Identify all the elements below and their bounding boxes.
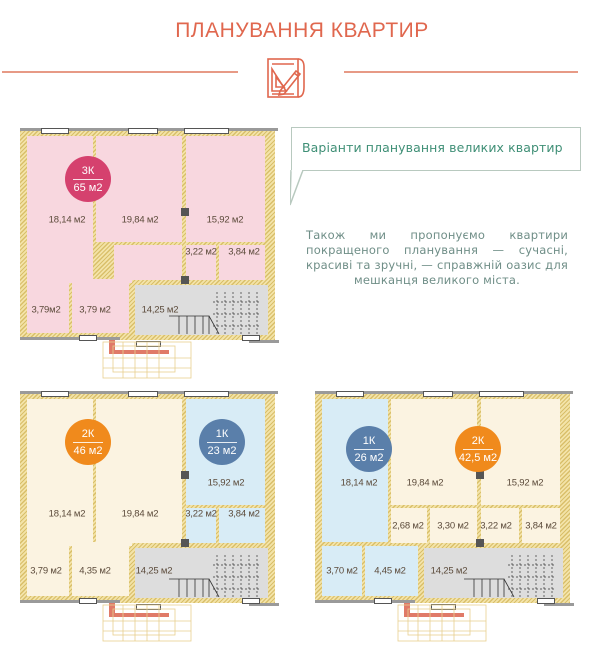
room-area: 3,84 м2	[525, 520, 557, 532]
room-area: 14,25 м2	[141, 304, 179, 316]
room-area: 3,79 м2	[79, 304, 111, 316]
room-area: 18,14 м2	[48, 214, 86, 226]
divider-left	[2, 71, 238, 73]
callout-box: Варіанти планування великих квартир	[291, 127, 581, 171]
room-area: 14,25 м2	[430, 565, 468, 577]
blueprint-pencil-icon	[267, 58, 305, 98]
apartment-badge-2k: 2К 42,5 м2	[455, 426, 501, 472]
room-area: 19,84 м2	[121, 214, 159, 226]
room-area: 4,45 м2	[374, 565, 406, 577]
apartment-badge-3k: 3К 65 м2	[65, 156, 111, 202]
room-area: 19,84 м2	[406, 477, 444, 489]
divider-right	[344, 71, 578, 73]
room-area: 3,79 м2	[30, 565, 62, 577]
description-text: Також ми пропонуємо квартири покращеного…	[306, 228, 568, 287]
page-title: ПЛАНУВАННЯ КВАРТИР	[175, 19, 429, 42]
room-area: 3,30 м2	[437, 520, 469, 532]
room-area: 14,25 м2	[135, 565, 173, 577]
room-area: 3,84 м2	[228, 508, 260, 520]
floor-plan-2k-1k: 2К 46 м2 1К 23 м2 18,14 м2 19,84 м2 15,9…	[14, 391, 294, 642]
room-area: 3,84 м2	[228, 246, 260, 258]
staircase	[169, 292, 261, 334]
room-area: 3,70 м2	[326, 565, 358, 577]
room-area: 15,92 м2	[506, 477, 544, 489]
callout-text: Варіанти планування великих квартир	[302, 140, 563, 155]
room-area: 3,22 м2	[185, 508, 217, 520]
room-area: 15,92 м2	[206, 214, 244, 226]
staircase	[464, 555, 556, 597]
room-area: 3,79м2	[31, 304, 61, 316]
room-area: 15,92 м2	[207, 477, 245, 489]
callout-tail	[290, 170, 304, 206]
porch	[102, 340, 192, 379]
room-area: 19,84 м2	[121, 508, 159, 520]
room-area: 18,14 м2	[340, 477, 378, 489]
room-area: 2,68 м2	[392, 520, 424, 532]
room-area: 18,14 м2	[48, 508, 86, 520]
floor-plan-1k-2k: 1К 26 м2 2К 42,5 м2 18,14 м2 19,84 м2 15…	[309, 391, 589, 642]
porch	[102, 603, 192, 642]
room-area: 4,35 м2	[79, 565, 111, 577]
room-area: 3,22 м2	[185, 246, 217, 258]
apartment-badge-1k: 1К 23 м2	[199, 419, 245, 465]
room-area: 3,22 м2	[480, 520, 512, 532]
porch	[397, 603, 487, 642]
apartment-badge-1k: 1К 26 м2	[346, 426, 392, 472]
staircase	[169, 555, 261, 597]
floor-plan-3k: 3К 65 м2 18,14 м2 19,84 м2 15,92 м2 3,22…	[14, 128, 294, 379]
apartment-badge-2k: 2К 46 м2	[65, 419, 111, 465]
